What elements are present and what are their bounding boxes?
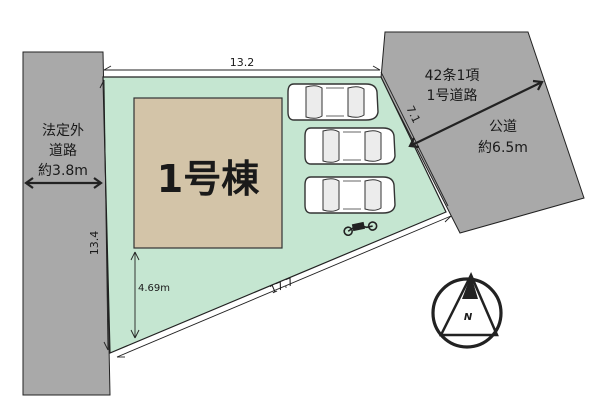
compass-north-label: N xyxy=(464,312,473,323)
left-road-label-1: 法定外 xyxy=(42,123,84,139)
dimension-top xyxy=(103,65,381,71)
dimension-left xyxy=(99,79,109,351)
left-road-width-arrow xyxy=(24,177,103,189)
car-2 xyxy=(304,127,396,165)
dimension-top-label: 13.2 xyxy=(230,56,255,69)
compass: N xyxy=(431,272,503,349)
right-road xyxy=(380,31,585,234)
left-road-width: 約3.8m xyxy=(38,163,88,179)
building-label: 1号棟 xyxy=(157,157,260,201)
bicycle-icon xyxy=(343,221,378,237)
right-road-type-2: 1号道路 xyxy=(427,88,478,104)
car-3 xyxy=(304,176,396,214)
north-arrow-icon xyxy=(438,272,499,337)
dimension-left-label: 13.4 xyxy=(88,231,101,256)
car-1 xyxy=(287,83,379,121)
setback-dimension xyxy=(130,251,140,339)
building-1 xyxy=(133,97,283,249)
dimension-bottom xyxy=(116,215,452,358)
left-road xyxy=(22,51,111,396)
right-road-kind: 公道 xyxy=(489,119,517,135)
setback-label: 4.69m xyxy=(138,283,170,294)
left-road-label-2: 道路 xyxy=(49,143,77,159)
right-road-width-arrow xyxy=(408,79,544,149)
right-road-width: 約6.5m xyxy=(478,140,528,156)
right-road-type-1: 42条1項 xyxy=(425,67,480,84)
